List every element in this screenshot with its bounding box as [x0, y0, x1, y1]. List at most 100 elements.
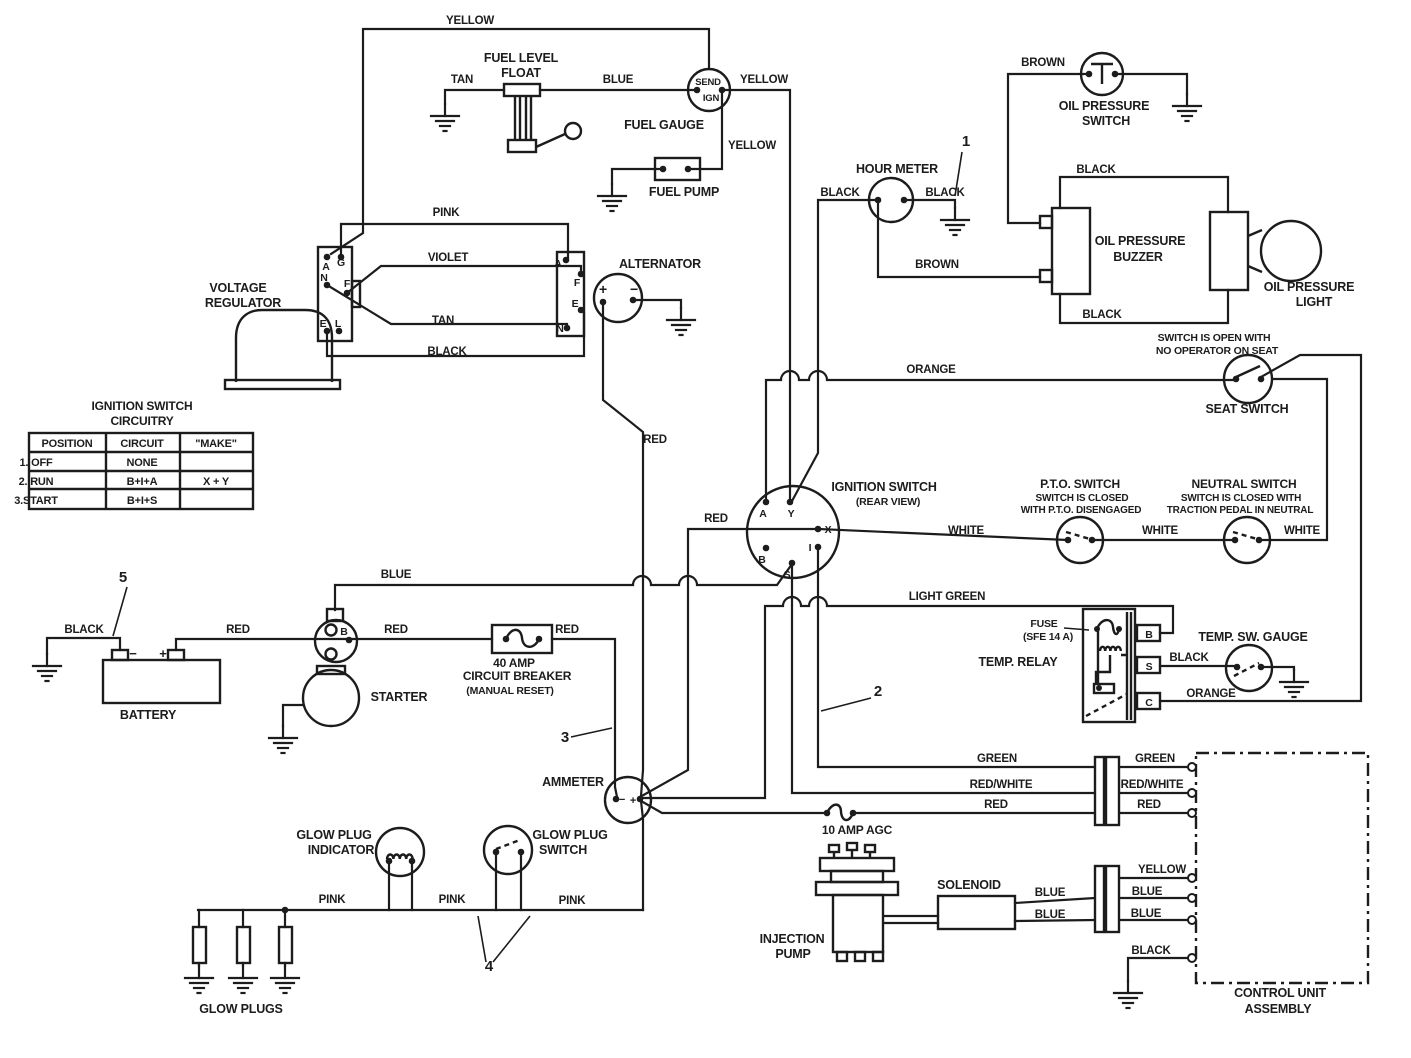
label-rw-r: RED/WHITE: [1121, 779, 1184, 791]
label-lt-green: LIGHT GREEN: [909, 591, 985, 603]
neutral-switch-symbol: [1222, 515, 1272, 565]
label-tsg: TEMP. SW. GAUGE: [1198, 630, 1307, 644]
label-pto-3: WITH P.T.O. DISENGAGED: [1021, 505, 1141, 516]
wire-yellow-gauge-to-ignition: [720, 88, 792, 504]
label-neutral-1: NEUTRAL SWITCH: [1192, 477, 1297, 491]
label-neutral-3: TRACTION PEDAL IN NEUTRAL: [1167, 505, 1314, 516]
label-pink-3: PINK: [559, 895, 587, 907]
label-lb-l: L: [335, 318, 342, 330]
label-ign-sw-2: (REAR VIEW): [856, 496, 920, 508]
table-header-0: POSITION: [42, 438, 93, 450]
label-black-buzz-t: BLACK: [1076, 164, 1116, 176]
label-blue-s1: BLUE: [1035, 887, 1066, 899]
label-fuse-2: (SFE 14 A): [1023, 631, 1073, 643]
table-header-1: CIRCUIT: [120, 438, 164, 450]
wire-pump-solenoid-linkage: [882, 914, 940, 925]
wire-red-ammeter-to-x: [638, 527, 820, 799]
label-brown-hm: BROWN: [915, 259, 959, 271]
label-c1: 1: [962, 133, 970, 150]
table-cell-1-2: X + Y: [203, 476, 230, 488]
label-lb-a: A: [322, 261, 330, 273]
label-pink-2: PINK: [439, 894, 467, 906]
label-ig-b: B: [758, 554, 766, 566]
label-starter: STARTER: [371, 690, 428, 704]
ground-oil-switch: [1171, 92, 1203, 123]
table-title-0: IGNITION SWITCH: [92, 399, 193, 413]
wire-red-agc-row: [639, 799, 1190, 815]
ground-control-unit: [1112, 979, 1144, 1010]
label-batt-plus: +: [159, 646, 167, 661]
label-ig-x: X: [825, 524, 832, 536]
label-c3: 3: [561, 729, 569, 746]
label-yellow-pump: YELLOW: [728, 140, 776, 152]
label-ig-a: A: [759, 508, 767, 520]
wire-glow-switch-risers: [494, 851, 523, 912]
injection-pump-symbol: [814, 841, 900, 963]
wire-fuel-pump-ground: [610, 167, 664, 186]
label-ig-i: I: [809, 542, 812, 554]
fuel-gauge-symbol: [686, 67, 732, 113]
wire-alternator-ground: [631, 298, 683, 310]
pto-switch-symbol: [1055, 515, 1105, 565]
label-seat-switch: SEAT SWITCH: [1206, 402, 1289, 416]
label-buzzer-1: OIL PRESSURE: [1095, 234, 1185, 248]
label-glow-plugs: GLOW PLUGS: [199, 1002, 282, 1016]
solenoid-symbol: [936, 894, 1017, 931]
alternator-connector-block: [555, 250, 586, 338]
wire-black-buzzer-top: [1058, 175, 1230, 214]
label-black-buzz-b: BLACK: [1082, 309, 1122, 321]
label-red-sol: RED: [384, 624, 408, 636]
label-temp-relay: TEMP. RELAY: [978, 655, 1058, 669]
label-glow-ind-1: GLOW PLUG: [296, 828, 371, 842]
ground-temp-gauge: [1278, 668, 1310, 699]
label-seat-note-2: NO OPERATOR ON SEAT: [1156, 345, 1279, 357]
label-red-l: RED: [984, 799, 1008, 811]
wire-glow-plug-risers: [197, 908, 287, 968]
label-white-2: WHITE: [1142, 525, 1179, 537]
label-lb-g: G: [337, 257, 345, 269]
callout-lines: [112, 151, 1090, 963]
wires: [45, 27, 1363, 983]
label-alt-minus: −: [630, 281, 638, 297]
label-pto-1: P.T.O. SWITCH: [1040, 477, 1120, 491]
label-yellow-cu: YELLOW: [1138, 864, 1186, 876]
components: [27, 51, 1370, 985]
label-brown-ops: BROWN: [1021, 57, 1065, 69]
table-header-2: "MAKE": [195, 438, 237, 450]
wire-temp-gauge-ground: [1259, 665, 1296, 672]
table-cell-0-1: NONE: [127, 457, 158, 469]
label-pto-2: SWITCH IS CLOSED: [1036, 493, 1129, 504]
label-ign: IGN: [703, 93, 720, 104]
label-fuel-level-1: FUEL LEVEL: [484, 51, 559, 65]
glow-plugs-symbol: [191, 925, 294, 965]
terminal-dots: [281, 70, 1265, 914]
label-glow-ind-2: INDICATOR: [308, 843, 375, 857]
wire-starter-ground: [281, 703, 305, 728]
label-tr-b: B: [1145, 629, 1153, 641]
hour-meter-symbol: [867, 176, 915, 224]
label-buzzer-2: BUZZER: [1113, 250, 1163, 264]
wire-blue-solenoid-to-s: [333, 562, 794, 612]
label-fuel-level-2: FLOAT: [501, 66, 541, 80]
label-fuel-pump: FUEL PUMP: [649, 185, 719, 199]
label-voltage-1: VOLTAGE: [209, 281, 266, 295]
label-neutral-2: SWITCH IS CLOSED WITH: [1181, 493, 1301, 504]
oil-pressure-light-symbol: [1208, 210, 1323, 292]
label-blue-sol: BLUE: [381, 569, 412, 581]
label-white-1: WHITE: [948, 525, 985, 537]
table-cell-1-1: B+I+A: [127, 476, 158, 488]
label-black-cu: BLACK: [1131, 945, 1171, 957]
temp-relay-symbol: [1081, 607, 1162, 724]
label-tan-float: TAN: [451, 74, 473, 86]
callout-line-5: [112, 586, 128, 637]
wire-oil-switch-ground: [1113, 72, 1189, 96]
label-rb-e: E: [572, 298, 579, 310]
label-blue-s2: BLUE: [1035, 909, 1066, 921]
wire-tan-float: [443, 88, 506, 106]
ground-alternator: [665, 306, 697, 337]
label-glow-sw-2: SWITCH: [539, 843, 587, 857]
ground-battery: [31, 652, 63, 683]
label-lb-n: N: [320, 272, 327, 284]
